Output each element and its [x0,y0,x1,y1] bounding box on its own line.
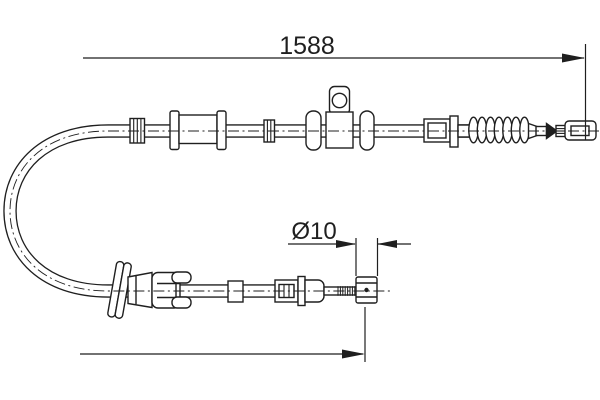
dimension-bottom-length [80,307,366,362]
clamp-sleeve [423,115,459,148]
cable-outline [3,124,526,298]
dimension-diameter [288,238,411,276]
barrel-center-dot [364,287,369,293]
bracket-hole [331,92,348,109]
cable-end-top [535,120,597,141]
abutment-housing [127,271,192,309]
length-label: 1588 [279,32,335,60]
bellows-boot [457,116,538,144]
retaining-clip-top [171,271,192,284]
arrowhead-inward-right [377,240,397,248]
dimension-overall-length [83,44,587,140]
retaining-clip-bottom [171,296,192,309]
arrowhead-bottom-right [342,349,365,359]
arrowhead-inward-left [336,240,356,248]
diameter-label: Ø10 [291,218,336,245]
outer-sleeve-with-flanges [169,110,227,151]
arrowhead-right [562,53,585,63]
mounting-bracket [305,85,375,151]
centerline [9,130,599,292]
end-barrel-bottom [355,276,378,304]
lower-collar [227,280,244,303]
